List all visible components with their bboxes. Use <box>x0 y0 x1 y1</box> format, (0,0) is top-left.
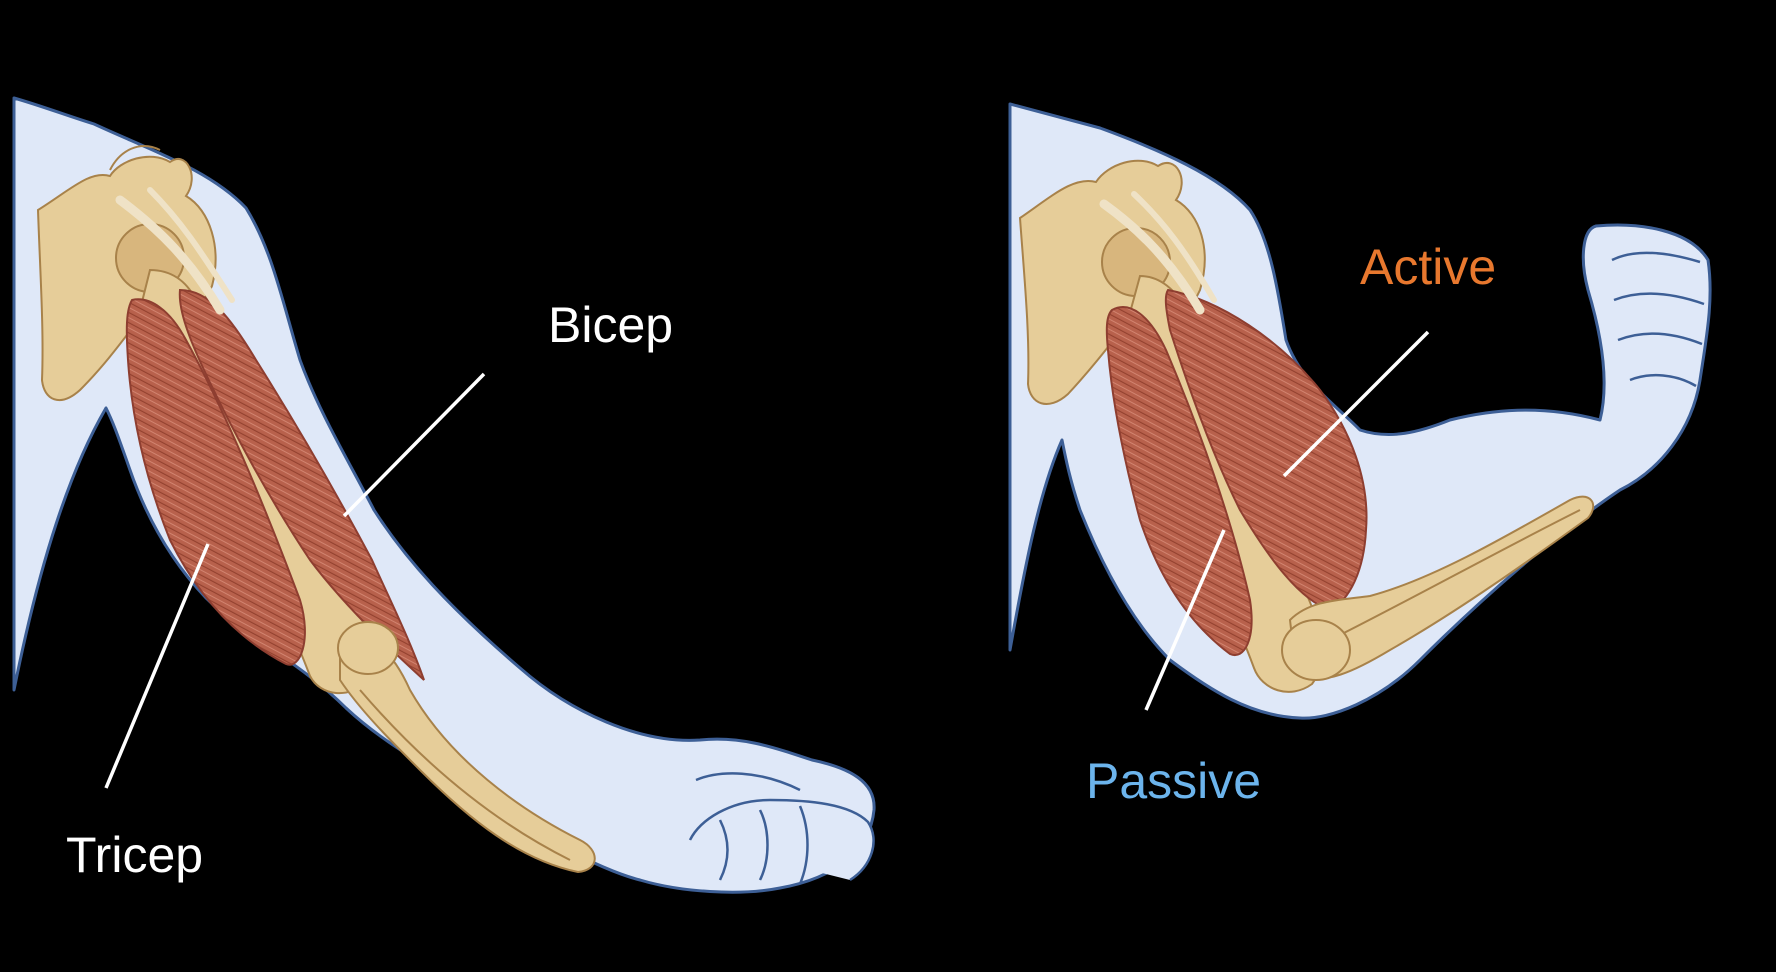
left-bicep-muscle <box>178 288 425 681</box>
right-tricep-muscle <box>1105 306 1253 657</box>
passive-label: Passive <box>1086 753 1261 809</box>
active-label: Active <box>1360 239 1496 295</box>
left-fist <box>688 798 875 885</box>
active-leader-line <box>1282 330 1430 478</box>
left-tricep-muscle <box>125 298 306 666</box>
right-fist <box>1611 251 1705 388</box>
right-arm-flexed <box>1008 102 1712 720</box>
bicep-leader-line <box>342 372 486 518</box>
left-arm-extended <box>12 96 876 894</box>
passive-leader-line <box>1144 529 1226 711</box>
tricep-label: Tricep <box>66 827 203 883</box>
tricep-leader-line <box>104 543 210 789</box>
left-forearm-bones <box>339 636 596 874</box>
bicep-label: Bicep <box>548 297 673 353</box>
